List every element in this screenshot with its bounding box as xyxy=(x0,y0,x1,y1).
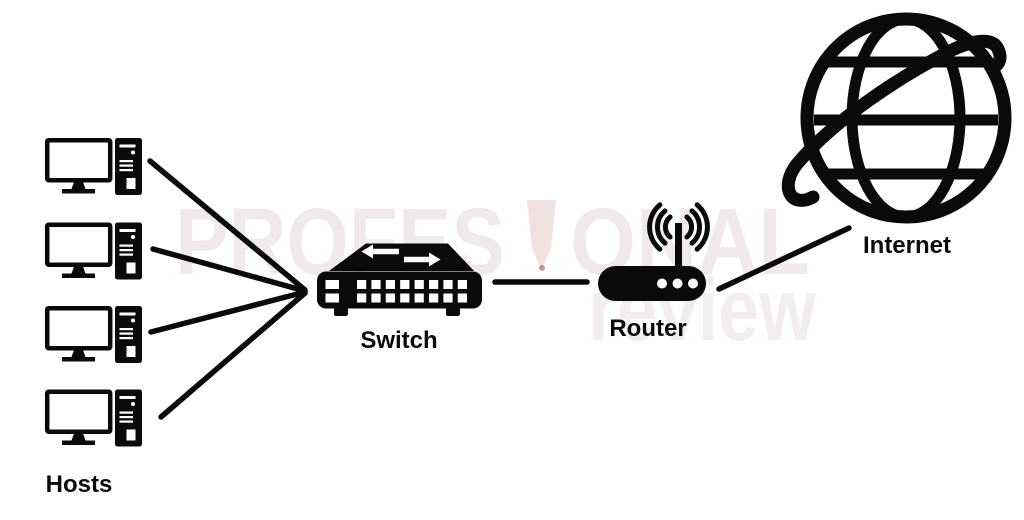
switch-label: Switch xyxy=(360,327,437,354)
hosts-group: Hosts xyxy=(46,138,142,498)
globe-orbit-swoosh xyxy=(781,34,1007,207)
switch-arrows xyxy=(361,244,441,267)
left-arrow-icon xyxy=(361,244,373,259)
hosts-label: Hosts xyxy=(46,471,113,498)
watermark: PROFES ONAL review xyxy=(175,189,816,359)
internet-globe-icon xyxy=(781,12,1012,224)
host-icon-2 xyxy=(47,223,142,280)
cables xyxy=(147,158,852,420)
router-leds xyxy=(657,278,698,289)
wireless-router-icon xyxy=(598,202,710,301)
host-icon-1 xyxy=(47,138,142,195)
right-arrow-icon xyxy=(429,252,441,267)
network-switch-icon xyxy=(317,243,482,316)
cable-router-internet xyxy=(716,225,852,292)
cable-host2-switch xyxy=(150,246,308,294)
wifi-signal-icon xyxy=(647,202,710,252)
cable-host1-switch xyxy=(147,158,308,293)
internet-label: Internet xyxy=(863,232,951,259)
switch-body xyxy=(317,271,482,309)
cable-host4-switch xyxy=(158,290,308,420)
router-label: Router xyxy=(609,315,686,342)
cable-host3-switch xyxy=(148,289,308,335)
pen-tip-dot xyxy=(539,265,545,271)
antenna xyxy=(675,223,682,271)
router-body xyxy=(598,266,706,301)
marker-pen-icon xyxy=(527,200,556,271)
switch-ports xyxy=(325,280,467,303)
host-icon-4 xyxy=(47,390,142,447)
host-icon-3 xyxy=(47,306,142,363)
